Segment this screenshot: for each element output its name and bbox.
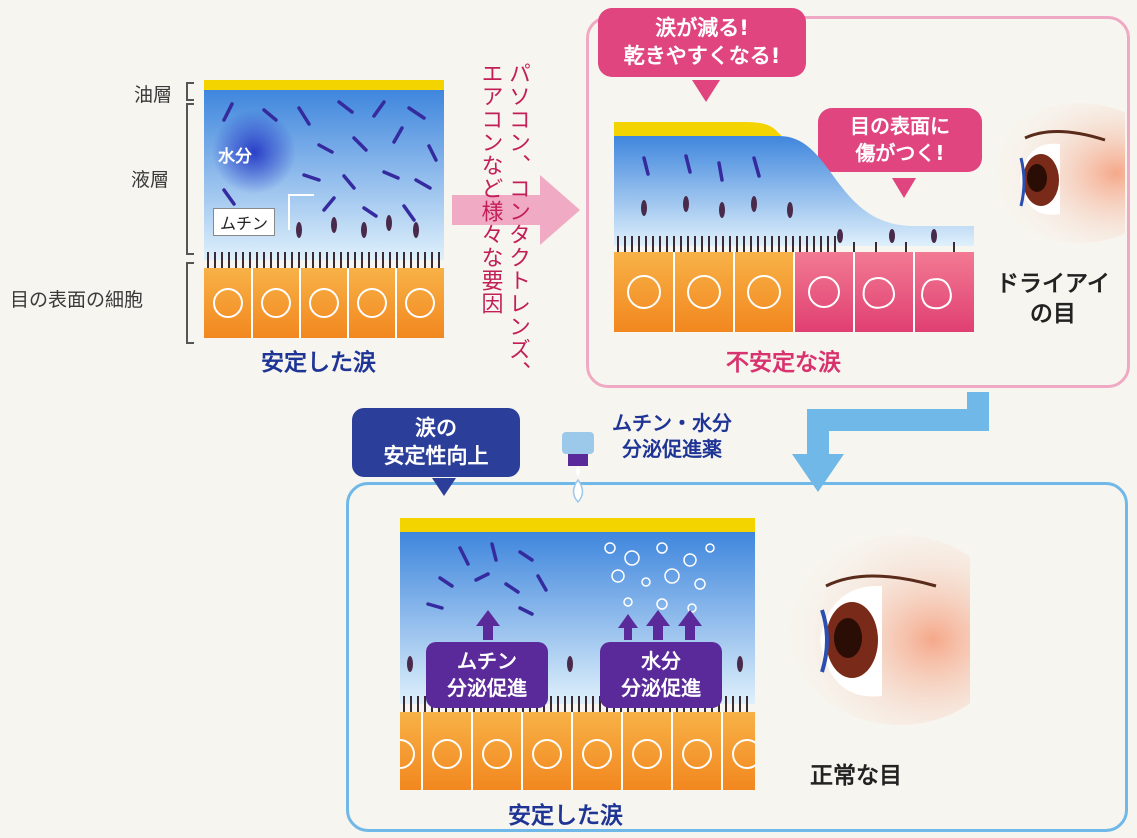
bubble2-line2: 傷がつく! [855, 141, 945, 165]
bubble-tears-decrease: 涙が減る! 乾きやすくなる! [598, 8, 806, 77]
improved-tear-caption: 安定した涙 [508, 803, 623, 829]
dry-eye-label: ドライアイ の目 [996, 270, 1110, 330]
normal-eye-illustration [790, 530, 970, 730]
causes-note-line1: パソコン、コンタクトレンズ、 [505, 62, 530, 384]
causes-note-line2: エアコンなど様々な要因 [477, 62, 503, 315]
badge-line1: 涙の [415, 416, 457, 440]
bracket-oil [186, 82, 194, 101]
bubble2-tail [892, 178, 916, 198]
blue-connector-arrow [778, 392, 998, 502]
bubble2-line1: 目の表面に [850, 114, 950, 138]
mucin-box-line2: 分泌促進 [447, 676, 527, 700]
dry-eye-label-line2: の目 [1029, 300, 1076, 327]
unstable-tear-diagram [614, 118, 974, 332]
water-secretion-box: 水分 分泌促進 [600, 642, 722, 708]
bubble1-line1: 涙が減る! [655, 16, 749, 40]
water-box-line2: 分泌促進 [621, 676, 701, 700]
badge-tail [432, 478, 456, 496]
dry-eye-illustration [985, 98, 1125, 248]
stability-badge: 涙の 安定性向上 [352, 408, 520, 477]
mucin-secretion-box: ムチン 分泌促進 [426, 642, 548, 708]
mucin-box-line1: ムチン [457, 649, 517, 673]
drug-label-line1: ムチン・水分 [612, 411, 732, 435]
bubble1-line2: 乾きやすくなる! [623, 44, 781, 69]
bracket-cells [186, 262, 194, 344]
drug-label: ムチン・水分 分泌促進薬 [612, 410, 732, 462]
label-oil-layer: 油層 [134, 84, 173, 106]
water-tag: 水分 [218, 147, 252, 167]
bubble1-tail [692, 80, 720, 102]
eye-drop-icon [556, 432, 600, 512]
bracket-liquid [186, 103, 194, 255]
bubble-surface-damage: 目の表面に 傷がつく! [818, 108, 982, 172]
dry-eye-label-line1: ドライアイ [996, 271, 1110, 297]
normal-eye-label: 正常な目 [810, 763, 902, 789]
drug-label-line2: 分泌促進薬 [622, 437, 722, 461]
pink-arrow [452, 175, 582, 245]
label-surface-cells: 目の表面の細胞 [10, 289, 144, 311]
water-box-line1: 水分 [641, 649, 681, 673]
improved-frame [346, 482, 1128, 832]
unstable-frame [586, 16, 1130, 388]
unstable-tear-caption: 不安定な涙 [726, 350, 841, 376]
mucin-tag: ムチン [213, 208, 276, 236]
badge-line2: 安定性向上 [383, 444, 489, 469]
causes-note: パソコン、コンタクトレンズ、 エアコンなど様々な要因 [476, 62, 531, 392]
label-liquid-layer: 液層 [131, 169, 170, 191]
stable-tear-caption: 安定した涙 [261, 350, 376, 376]
